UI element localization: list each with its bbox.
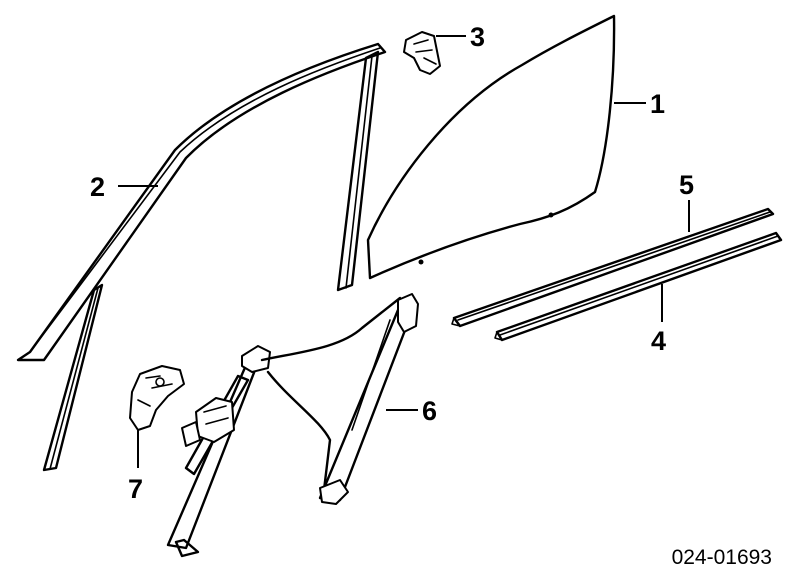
part-2-window-frame-seal bbox=[16, 42, 387, 472]
part-6-window-regulator bbox=[166, 293, 419, 558]
callout-7: 7 bbox=[128, 474, 143, 504]
part-7-motor bbox=[129, 365, 185, 431]
callout-4: 4 bbox=[651, 326, 666, 356]
part-5-outer-strip bbox=[451, 207, 775, 328]
callout-6: 6 bbox=[422, 396, 437, 426]
callout-3: 3 bbox=[470, 22, 485, 52]
part-3-bracket bbox=[403, 31, 441, 75]
part-4-inner-strip bbox=[494, 231, 783, 342]
callout-1: 1 bbox=[650, 89, 665, 119]
callout-2: 2 bbox=[90, 172, 105, 202]
part-1-door-glass bbox=[366, 14, 616, 280]
callout-5: 5 bbox=[679, 170, 694, 200]
part-code: 024-01693 bbox=[672, 546, 772, 569]
